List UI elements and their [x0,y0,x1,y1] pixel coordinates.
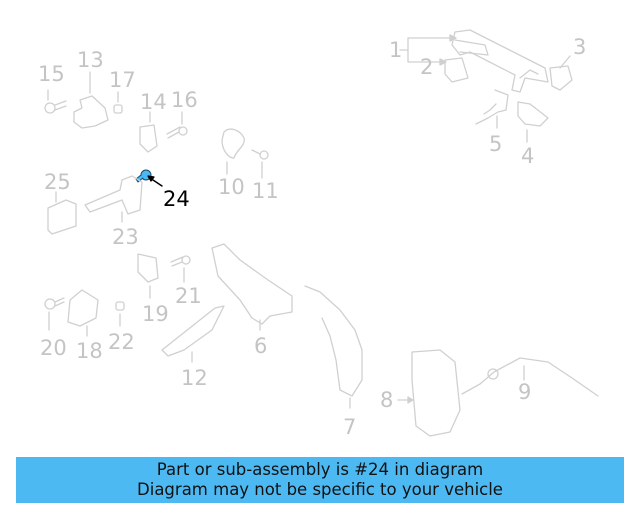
parts-diagram: 1 2 3 4 5 6 7 8 9 10 11 12 13 14 15 16 1… [38,29,599,439]
part-label-22[interactable]: 22 [108,330,135,354]
part-label-5[interactable]: 5 [489,132,503,156]
part-label-10[interactable]: 10 [218,175,245,199]
part-label-23[interactable]: 23 [112,225,139,249]
part-label-3[interactable]: 3 [573,35,587,59]
part-label-9[interactable]: 9 [518,380,532,404]
part-label-19[interactable]: 19 [142,302,169,326]
part-label-14[interactable]: 14 [140,90,167,114]
part-label-24[interactable]: 24 [163,187,190,211]
part-label-15[interactable]: 15 [38,62,65,86]
part-label-21[interactable]: 21 [175,284,202,308]
part-label-8[interactable]: 8 [380,388,394,412]
banner-disclaimer-text: Diagram may not be specific to your vehi… [137,480,503,499]
part-label-12[interactable]: 12 [181,366,208,390]
part-label-25[interactable]: 25 [44,170,71,194]
banner-part-text: Part or sub-assembly is #24 in diagram [156,460,484,479]
part-label-13[interactable]: 13 [77,48,104,72]
part-label-4[interactable]: 4 [521,144,535,168]
info-banner: Part or sub-assembly is #24 in diagram D… [16,457,624,503]
diagram-drawing [44,29,599,437]
part-label-17[interactable]: 17 [109,68,136,92]
outer-handle-icon [451,29,549,93]
part-label-11[interactable]: 11 [252,179,279,203]
part-label-18[interactable]: 18 [76,339,103,363]
part-label-7[interactable]: 7 [343,415,357,439]
part-label-1[interactable]: 1 [389,38,403,62]
part-label-2[interactable]: 2 [420,55,434,79]
part-label-16[interactable]: 16 [171,88,198,112]
part-label-6[interactable]: 6 [254,334,268,358]
part-label-20[interactable]: 20 [40,336,67,360]
